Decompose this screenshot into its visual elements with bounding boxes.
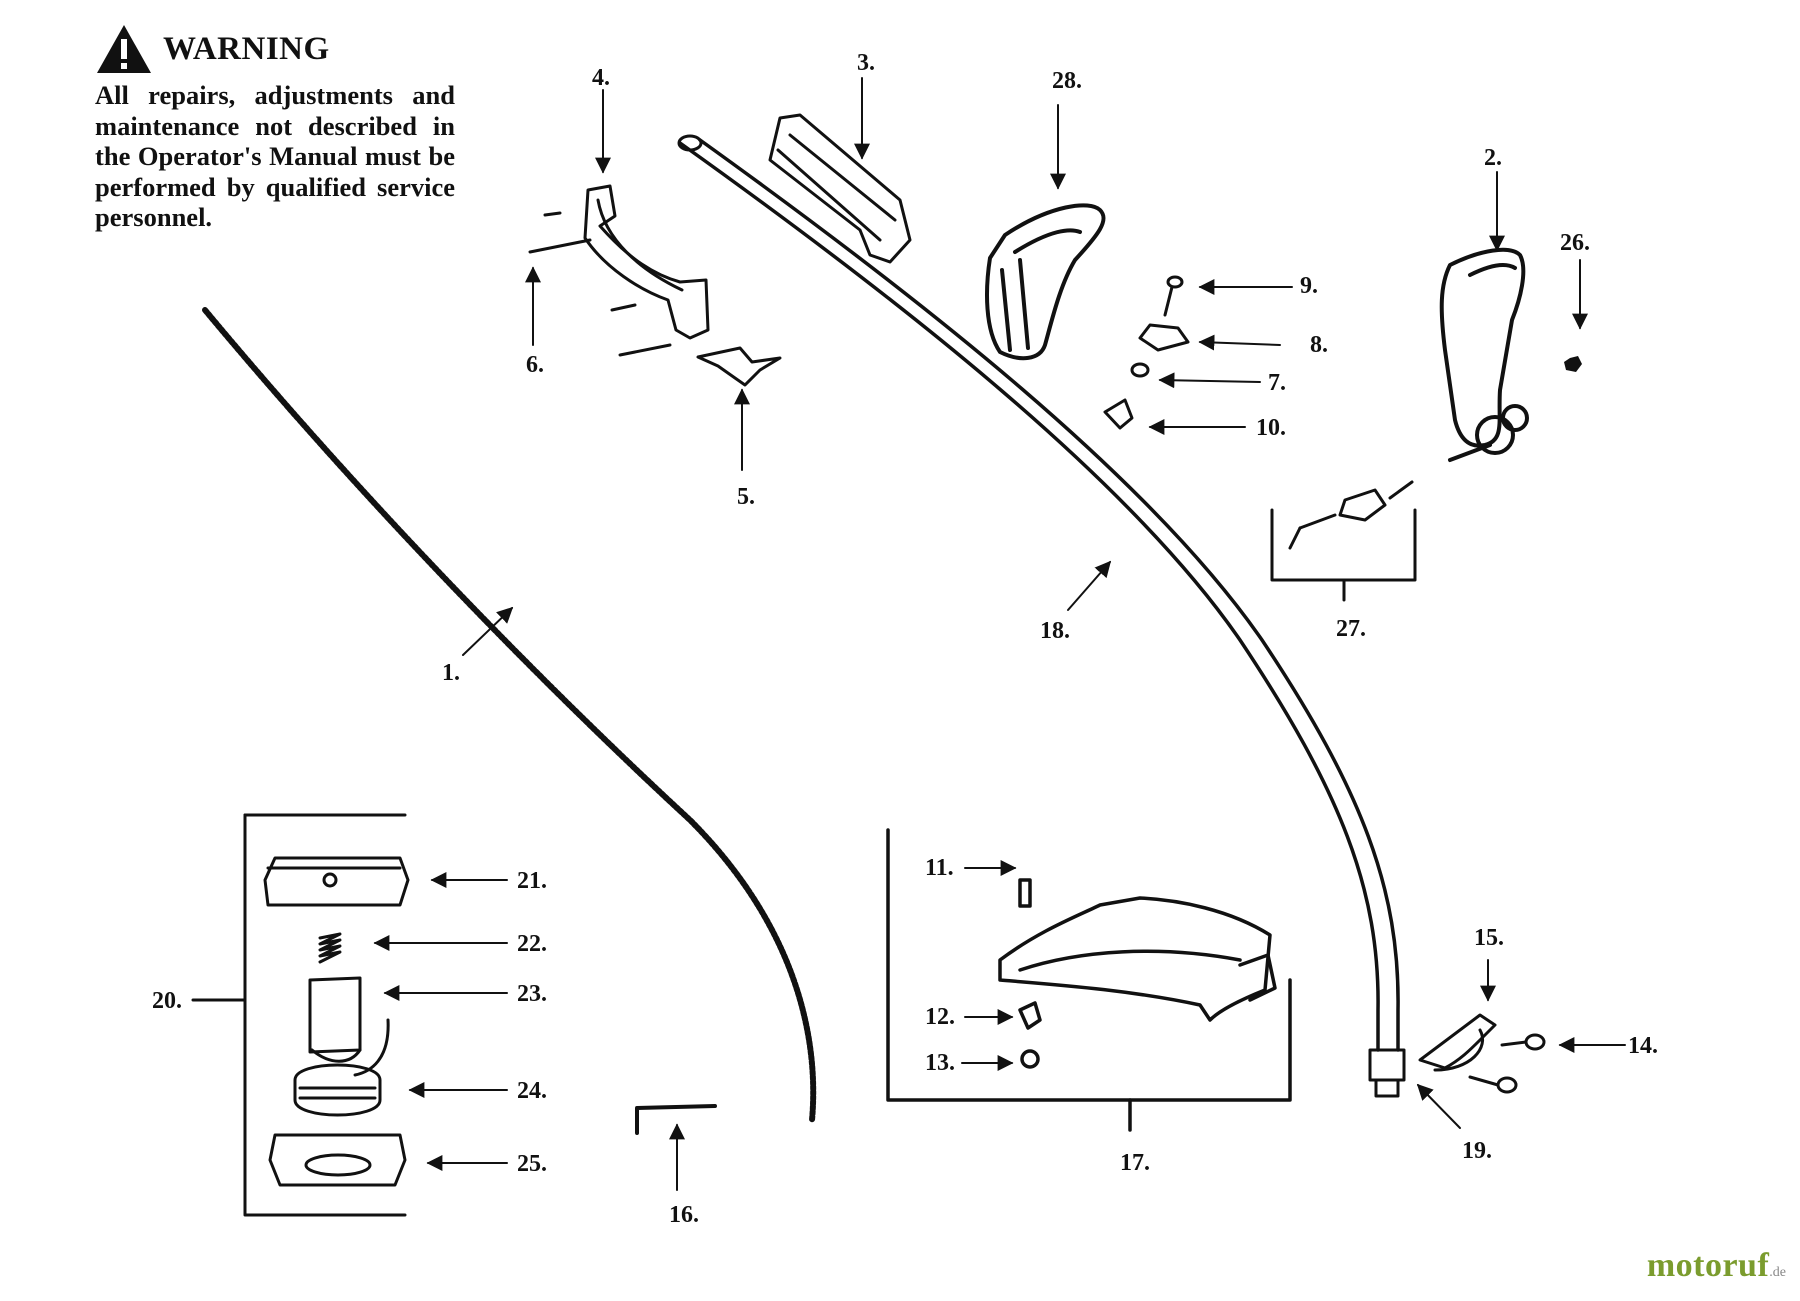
part-label-16: 16. <box>669 1202 699 1228</box>
spool-housing-drawing <box>268 1133 407 1187</box>
nut-drawing <box>1564 356 1582 372</box>
latch-drawing <box>696 346 782 387</box>
warning-header: WARNING <box>95 20 455 78</box>
clamp-drawing <box>1418 1013 1546 1094</box>
grip-drawing <box>768 113 912 264</box>
part-label-12: 12. <box>925 1004 955 1030</box>
warning-block: WARNING All repairs, adjustments and mai… <box>95 20 455 233</box>
part-label-2: 2. <box>1484 145 1502 171</box>
small-hardware-drawing <box>1103 275 1190 430</box>
spring-drawing <box>318 932 342 964</box>
part-label-25: 25. <box>517 1151 547 1177</box>
part-label-18: 18. <box>1040 618 1070 644</box>
part-label-23: 23. <box>517 981 547 1007</box>
part-label-28: 28. <box>1052 68 1082 94</box>
leader-arrows <box>373 77 1626 1191</box>
part-label-4: 4. <box>592 65 610 91</box>
watermark-suffix: .de <box>1769 1265 1786 1280</box>
part-labels: 1. 2. 3. 4. 5. 6. 7. 8. 9. 10. 11. 12. 1… <box>152 50 1658 1228</box>
spool-line-drawing <box>293 1063 382 1117</box>
part-label-10: 10. <box>1256 415 1286 441</box>
throttle-drawing <box>1270 480 1417 602</box>
part-label-22: 22. <box>517 931 547 957</box>
part-label-11: 11. <box>925 855 954 881</box>
spool-insert-drawing <box>308 976 362 1054</box>
part-label-5: 5. <box>737 484 755 510</box>
spool-assembly-drawing <box>191 813 410 1217</box>
shaft-tube-drawing <box>678 141 1380 1052</box>
part-label-3: 3. <box>857 50 875 76</box>
part-label-24: 24. <box>517 1078 547 1104</box>
d-handle-drawing <box>985 203 1106 361</box>
warning-triangle-icon <box>97 25 151 73</box>
drive-cable-drawing <box>202 307 817 1123</box>
handle-bracket-drawing <box>528 184 710 357</box>
watermark: motoruf.de <box>1647 1247 1786 1285</box>
warning-text: All repairs, adjustments and maintenance… <box>95 80 455 232</box>
part-label-17: 17. <box>1120 1150 1150 1176</box>
part-label-26: 26. <box>1560 230 1590 256</box>
hex-key-drawing <box>635 1104 717 1135</box>
part-label-14: 14. <box>1628 1033 1658 1059</box>
rear-handle-drawing <box>1439 247 1529 462</box>
part-label-21: 21. <box>517 868 547 894</box>
grass-guard-drawing <box>886 828 1292 1132</box>
part-label-27: 27. <box>1336 616 1366 642</box>
part-label-1: 1. <box>442 660 460 686</box>
part-label-8: 8. <box>1310 332 1328 358</box>
part-label-9: 9. <box>1300 273 1318 299</box>
part-label-19: 19. <box>1462 1138 1492 1164</box>
part-label-20: 20. <box>152 988 182 1014</box>
spool-cap-drawing <box>263 856 410 907</box>
warning-title: WARNING <box>163 30 330 67</box>
part-label-15: 15. <box>1474 925 1504 951</box>
part-label-13: 13. <box>925 1050 955 1076</box>
watermark-logo: motoruf <box>1646 1247 1770 1284</box>
part-label-7: 7. <box>1268 370 1286 396</box>
part-label-6: 6. <box>526 352 544 378</box>
